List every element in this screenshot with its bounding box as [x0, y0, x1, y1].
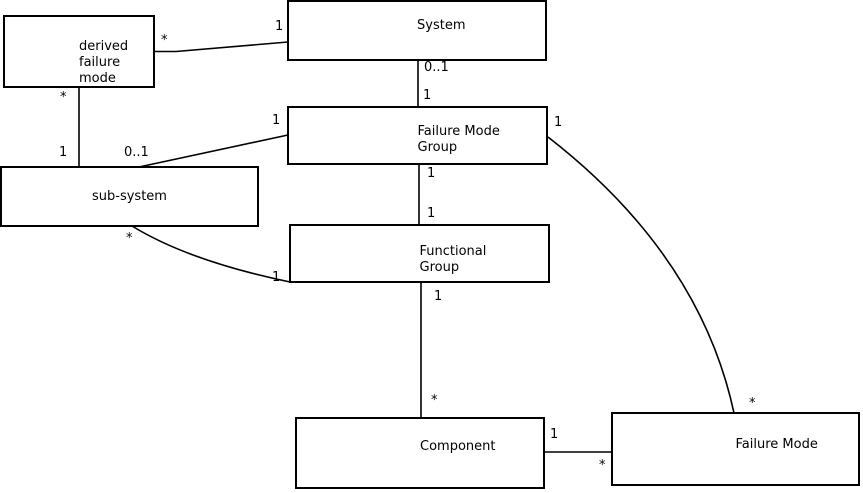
box-label-system: System [417, 18, 466, 33]
edge-sub-system-fg [131, 225, 291, 283]
edge-dfm-system [155, 41, 289, 53]
mult-dfm-system-source: * [161, 33, 168, 48]
mult-fmg-fm-source: 1 [554, 115, 563, 130]
mult-fmg-fg-target: 1 [427, 206, 436, 221]
box-label-sub-system: sub-system [92, 189, 167, 204]
box-system: System [287, 0, 547, 61]
box-label-failure-mode: Failure Mode [735, 437, 818, 452]
mult-component-fm-source: 1 [550, 427, 559, 442]
mult-dfm-system-target: 1 [275, 19, 284, 34]
box-label-component: Component [420, 439, 496, 454]
box-sub-system: sub-system [0, 166, 259, 227]
mult-fmg-sub-system-source: 1 [272, 113, 281, 128]
mult-component-fm-target: * [599, 458, 606, 473]
box-label-failure-mode-group: Failure Mode Group [417, 124, 500, 155]
box-failure-mode: Failure Mode [611, 412, 860, 486]
mult-dfm-sub-system-target: 1 [59, 145, 68, 160]
mult-system-fmg-target: 1 [423, 88, 432, 103]
mult-fmg-fg-source: 1 [427, 166, 436, 181]
mult-fmg-sub-system-target: 0..1 [124, 145, 149, 160]
mult-fmg-fm-target: * [749, 396, 756, 411]
edge-fmg-sub-system [138, 134, 289, 168]
box-label-derived-failure-mode: derived failure mode [79, 39, 129, 86]
mult-fg-component-source: 1 [434, 289, 443, 304]
mult-dfm-sub-system-source: * [60, 90, 67, 105]
mult-sub-system-fg-target: 1 [272, 270, 281, 285]
box-component: Component [295, 417, 545, 489]
mult-fg-component-target: * [431, 393, 438, 408]
mult-sub-system-fg-source: * [126, 231, 133, 246]
box-functional-group: Functional Group [289, 224, 550, 283]
box-failure-mode-group: Failure Mode Group [287, 106, 548, 165]
mult-system-fmg-source: 0..1 [424, 60, 449, 75]
box-derived-failure-mode: derived failure mode [3, 15, 155, 88]
box-label-functional-group: Functional Group [419, 244, 487, 275]
edge-fmg-fm [547, 136, 735, 414]
